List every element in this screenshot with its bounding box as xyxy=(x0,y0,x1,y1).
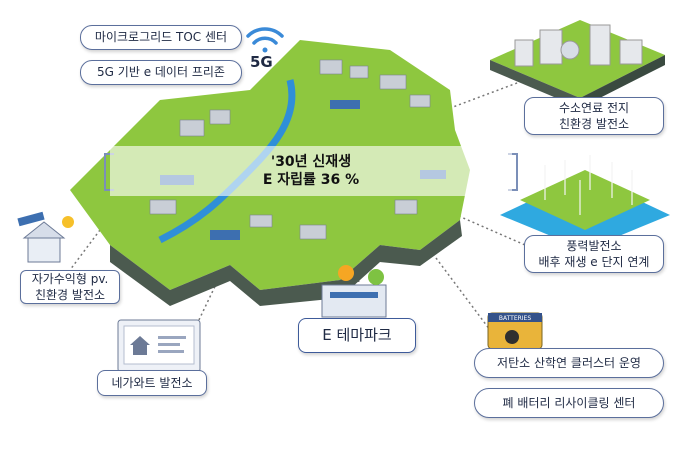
label-low-carbon-cluster: 저탄소 산학연 클러스터 운영 xyxy=(474,348,664,378)
label-e-theme-park: E 테마파크 xyxy=(298,318,416,353)
renewable-target-banner: '30년 신재생 E 자립률 36 % xyxy=(110,146,512,196)
solar-house-icon xyxy=(17,211,74,263)
label-hydrogen-plant: 수소연료 전지 친환경 발전소 xyxy=(524,97,664,135)
self-pv-line-1: 자가수익형 pv. xyxy=(31,271,109,286)
wind-turbine-icon xyxy=(500,155,670,250)
label-self-pv: 자가수익형 pv. 친환경 발전소 xyxy=(20,270,120,304)
label-negawatt: 네가와트 발전소 xyxy=(97,370,207,396)
label-microgrid-toc: 마이크로그리드 TOC 센터 xyxy=(80,25,242,50)
label-5g-data-zone: 5G 기반 e 데이터 프리존 xyxy=(80,60,242,85)
banner-bracket-left xyxy=(104,153,114,191)
fuel-cell-plant-icon xyxy=(490,20,665,108)
wind-line-2: 배후 재생 e 단지 연계 xyxy=(538,255,650,269)
wind-line-1: 풍력발전소 xyxy=(566,238,622,253)
battery-pack-icon: BATTERIES xyxy=(487,312,543,350)
hydrogen-line-1: 수소연료 전지 xyxy=(558,100,630,115)
label-battery-recycling: 폐 배터리 리사이클링 센터 xyxy=(474,388,664,418)
label-wind-plant: 풍력발전소 배후 재생 e 단지 연계 xyxy=(524,235,664,273)
hydrogen-line-2: 친환경 발전소 xyxy=(558,117,630,131)
banner-bracket-right xyxy=(508,153,518,191)
monitor-house-icon xyxy=(117,319,201,373)
fiveg-badge: 5G xyxy=(250,53,273,71)
banner-line-1: '30년 신재생 xyxy=(270,153,352,170)
self-pv-line-2: 친환경 발전소 xyxy=(34,288,106,302)
banner-line-2: E 자립률 36 % xyxy=(262,172,360,188)
wifi-icon xyxy=(246,27,284,53)
battery-tag-text: BATTERIES xyxy=(499,315,532,322)
theme-park-building-icon xyxy=(321,265,387,318)
